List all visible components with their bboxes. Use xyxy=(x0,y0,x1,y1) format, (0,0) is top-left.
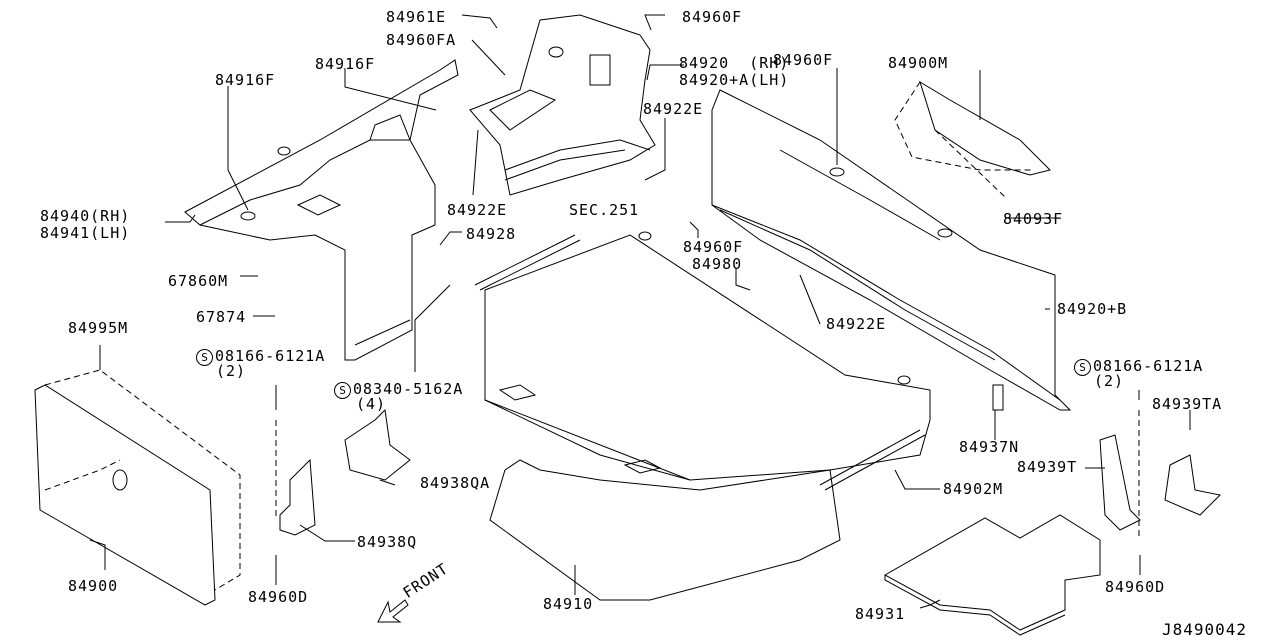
label-84960D-left: 84960D xyxy=(248,588,309,606)
label-84920: 84920 (RH) xyxy=(679,54,790,72)
upper-trim-84920 xyxy=(469,14,656,196)
label-84902M: 84902M xyxy=(943,480,1004,498)
label-84093F: 84093F xyxy=(1003,210,1064,228)
label-67874: 67874 xyxy=(196,308,247,326)
floor-board-84980 xyxy=(484,231,931,481)
qty-08166-left: (2) xyxy=(216,362,247,380)
label-84960F-lower: 84960F xyxy=(683,238,744,256)
label-84937N: 84937N xyxy=(959,438,1020,456)
label-84920A: 84920+A(LH) xyxy=(679,71,790,89)
screw-symbol-icon: S xyxy=(334,382,351,399)
label-84941: 84941(LH) xyxy=(40,224,131,242)
label-84939T: 84939T xyxy=(1017,458,1078,476)
label-84916F-a: 84916F xyxy=(215,71,276,89)
front-arrow-icon xyxy=(377,599,409,623)
label-84916F-b: 84916F xyxy=(315,55,376,73)
side-trim-84940 xyxy=(184,59,459,361)
support-rods xyxy=(474,234,926,491)
label-84931: 84931 xyxy=(855,605,906,623)
label-84920B: 84920+B xyxy=(1057,300,1128,318)
mat-84910 xyxy=(489,459,841,601)
board-84900 xyxy=(34,369,241,606)
label-84900M: 84900M xyxy=(888,54,949,72)
label-84980: 84980 xyxy=(692,255,743,273)
label-84960F-top: 84960F xyxy=(682,8,743,26)
qty-08166-right: (2) xyxy=(1094,372,1125,390)
label-84940: 84940(RH) xyxy=(40,207,131,225)
label-84900: 84900 xyxy=(68,577,119,595)
label-84910: 84910 xyxy=(543,595,594,613)
label-84995M: 84995M xyxy=(68,319,129,337)
label-84960FA: 84960FA xyxy=(386,31,457,49)
label-84961E: 84961E xyxy=(386,8,447,26)
brackets xyxy=(279,384,1222,536)
screw-symbol-icon: S xyxy=(1074,359,1091,376)
label-84928: 84928 xyxy=(466,225,517,243)
label-84922E-b: 84922E xyxy=(447,201,508,219)
rear-trim-84920B xyxy=(711,89,1072,411)
screw-symbol-icon: S xyxy=(196,349,213,366)
label-84922E-a: 84922E xyxy=(643,100,704,118)
label-67860M: 67860M xyxy=(168,272,229,290)
label-84938Q: 84938Q xyxy=(357,533,418,551)
qty-08340: (4) xyxy=(356,395,387,413)
label-84939TA: 84939TA xyxy=(1152,395,1223,413)
label-84960F-mid: 84960F xyxy=(773,51,834,69)
leader-lines xyxy=(89,14,1191,609)
cover-84931 xyxy=(883,514,1101,636)
label-84960D-right: 84960D xyxy=(1105,578,1166,596)
diagram-id: J8490042 xyxy=(1162,620,1248,639)
panel-84900M xyxy=(894,80,1051,198)
label-84922E-c: 84922E xyxy=(826,315,887,333)
label-84938QA: 84938QA xyxy=(420,474,491,492)
label-sec251: SEC.251 xyxy=(569,201,640,219)
